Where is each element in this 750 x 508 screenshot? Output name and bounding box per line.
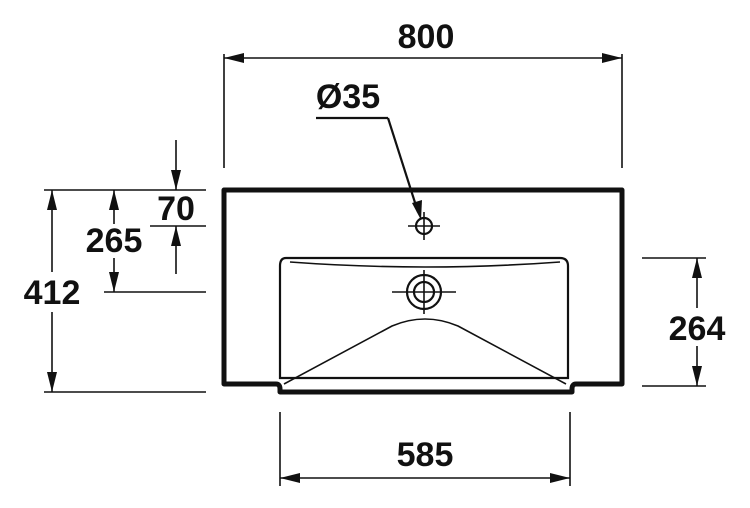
bowl-floor-slope (283, 318, 567, 385)
dimension-bowl-width-label: 585 (397, 436, 454, 474)
dimension-overall-depth-label: 412 (24, 274, 81, 312)
dimension-tap-hole-offset-label: 70 (157, 190, 195, 228)
basin-outline (221, 187, 625, 395)
bowl-inner-rim (289, 261, 561, 268)
dimension-overall-width-label: 800 (398, 18, 455, 56)
basin-outer-contour (221, 187, 625, 395)
dimension-overall-depth: 412 (24, 189, 206, 393)
drain (392, 270, 456, 314)
dimension-bowl-depth-label: 264 (669, 310, 726, 348)
dimension-tap-hole-diameter-label: Ø35 (316, 78, 380, 116)
dimension-drain-offset: 265 (86, 189, 206, 293)
dimension-tap-hole-offset: 70 (150, 140, 206, 274)
bowl-contour (278, 256, 570, 380)
dimension-overall-width: 800 (223, 18, 623, 168)
dimension-bowl-width: 585 (279, 412, 571, 486)
tap-hole (408, 212, 440, 240)
dimension-drain-offset-label: 265 (86, 222, 143, 260)
dimension-bowl-depth: 264 (642, 257, 726, 387)
dimension-tap-hole-diameter: Ø35 (316, 78, 422, 220)
